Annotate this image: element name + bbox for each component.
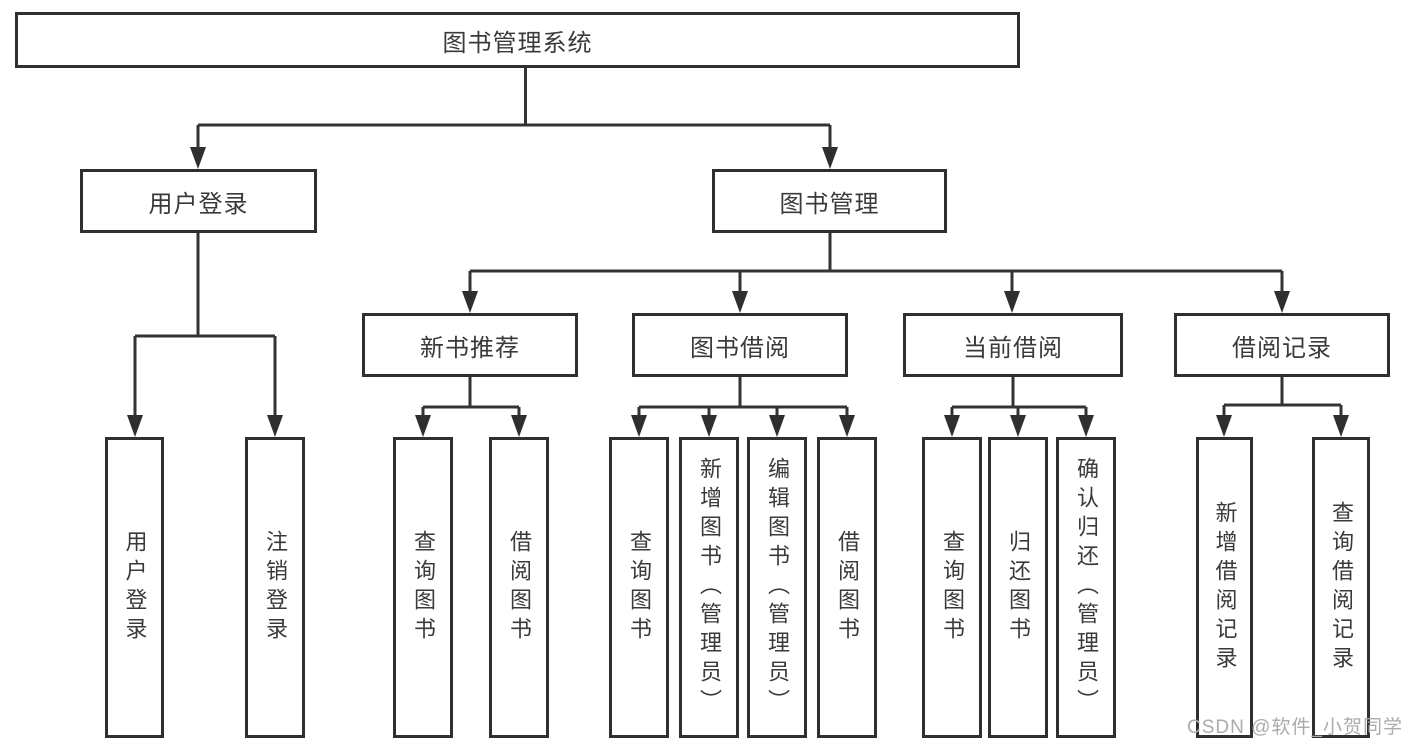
node-book-borrow: 图书借阅: [632, 313, 848, 377]
node-user-login: 用户登录: [80, 169, 317, 233]
arrowhead-icon: [415, 415, 431, 437]
arrowhead-icon: [839, 415, 855, 437]
node-cb-confirm-return-admin: 确认归还（管理员）: [1056, 437, 1116, 738]
node-br-query-record: 查询借阅记录: [1312, 437, 1370, 738]
connector-root-to-level2: [196, 68, 832, 149]
arrowhead-icon: [462, 291, 478, 313]
node-current-borrow: 当前借阅: [903, 313, 1123, 377]
arrowhead-icon: [1010, 415, 1026, 437]
arrowhead-icon: [127, 415, 143, 437]
node-br-add-record: 新增借阅记录: [1196, 437, 1253, 738]
arrowhead-icon: [1004, 291, 1020, 313]
arrowheads-user-login-children: [127, 415, 283, 437]
node-bb-borrow-books: 借阅图书: [817, 437, 877, 738]
arrowhead-icon: [631, 415, 647, 437]
arrowheads-book-mgmt-children: [462, 291, 1290, 313]
arrowhead-icon: [1216, 415, 1232, 437]
node-new-book-rec: 新书推荐: [362, 313, 578, 377]
arrowhead-icon: [1333, 415, 1349, 437]
arrowhead-icon: [944, 415, 960, 437]
arrowhead-icon: [701, 415, 717, 437]
connector-new-book-rec-children: [421, 377, 521, 417]
arrowheads-borrow-record-children: [1216, 415, 1349, 437]
node-login-user: 用户登录: [105, 437, 164, 738]
arrowheads-current-borrow-children: [944, 415, 1094, 437]
node-rec-borrow-books: 借阅图书: [489, 437, 549, 738]
arrowhead-icon: [267, 415, 283, 437]
node-bb-query-books: 查询图书: [609, 437, 669, 738]
arrowheads-book-borrow-children: [631, 415, 855, 437]
node-rec-query-books: 查询图书: [393, 437, 453, 738]
arrowheads-root-to-level2: [190, 147, 838, 169]
connector-book-borrow-children: [637, 377, 849, 417]
node-bb-edit-books-admin: 编辑图书（管理员）: [747, 437, 807, 738]
node-borrow-record: 借阅记录: [1174, 313, 1390, 377]
node-book-mgmt: 图书管理: [712, 169, 947, 233]
node-root: 图书管理系统: [15, 12, 1020, 68]
connector-borrow-record-children: [1222, 377, 1343, 417]
arrowhead-icon: [769, 415, 785, 437]
arrowhead-icon: [822, 147, 838, 169]
arrowhead-icon: [511, 415, 527, 437]
arrowheads-new-book-rec-children: [415, 415, 527, 437]
watermark: CSDN @软件_小贺同学: [1187, 717, 1403, 738]
arrowhead-icon: [1078, 415, 1094, 437]
node-cb-query-books: 查询图书: [922, 437, 982, 738]
connector-user-login-children: [133, 233, 277, 417]
connector-book-mgmt-children: [468, 233, 1284, 293]
connector-current-borrow-children: [950, 377, 1088, 417]
node-cb-return-books: 归还图书: [988, 437, 1048, 738]
node-login-logout: 注销登录: [245, 437, 305, 738]
arrowhead-icon: [732, 291, 748, 313]
node-bb-add-books-admin: 新增图书（管理员）: [679, 437, 739, 738]
arrowhead-icon: [1274, 291, 1290, 313]
arrowhead-icon: [190, 147, 206, 169]
